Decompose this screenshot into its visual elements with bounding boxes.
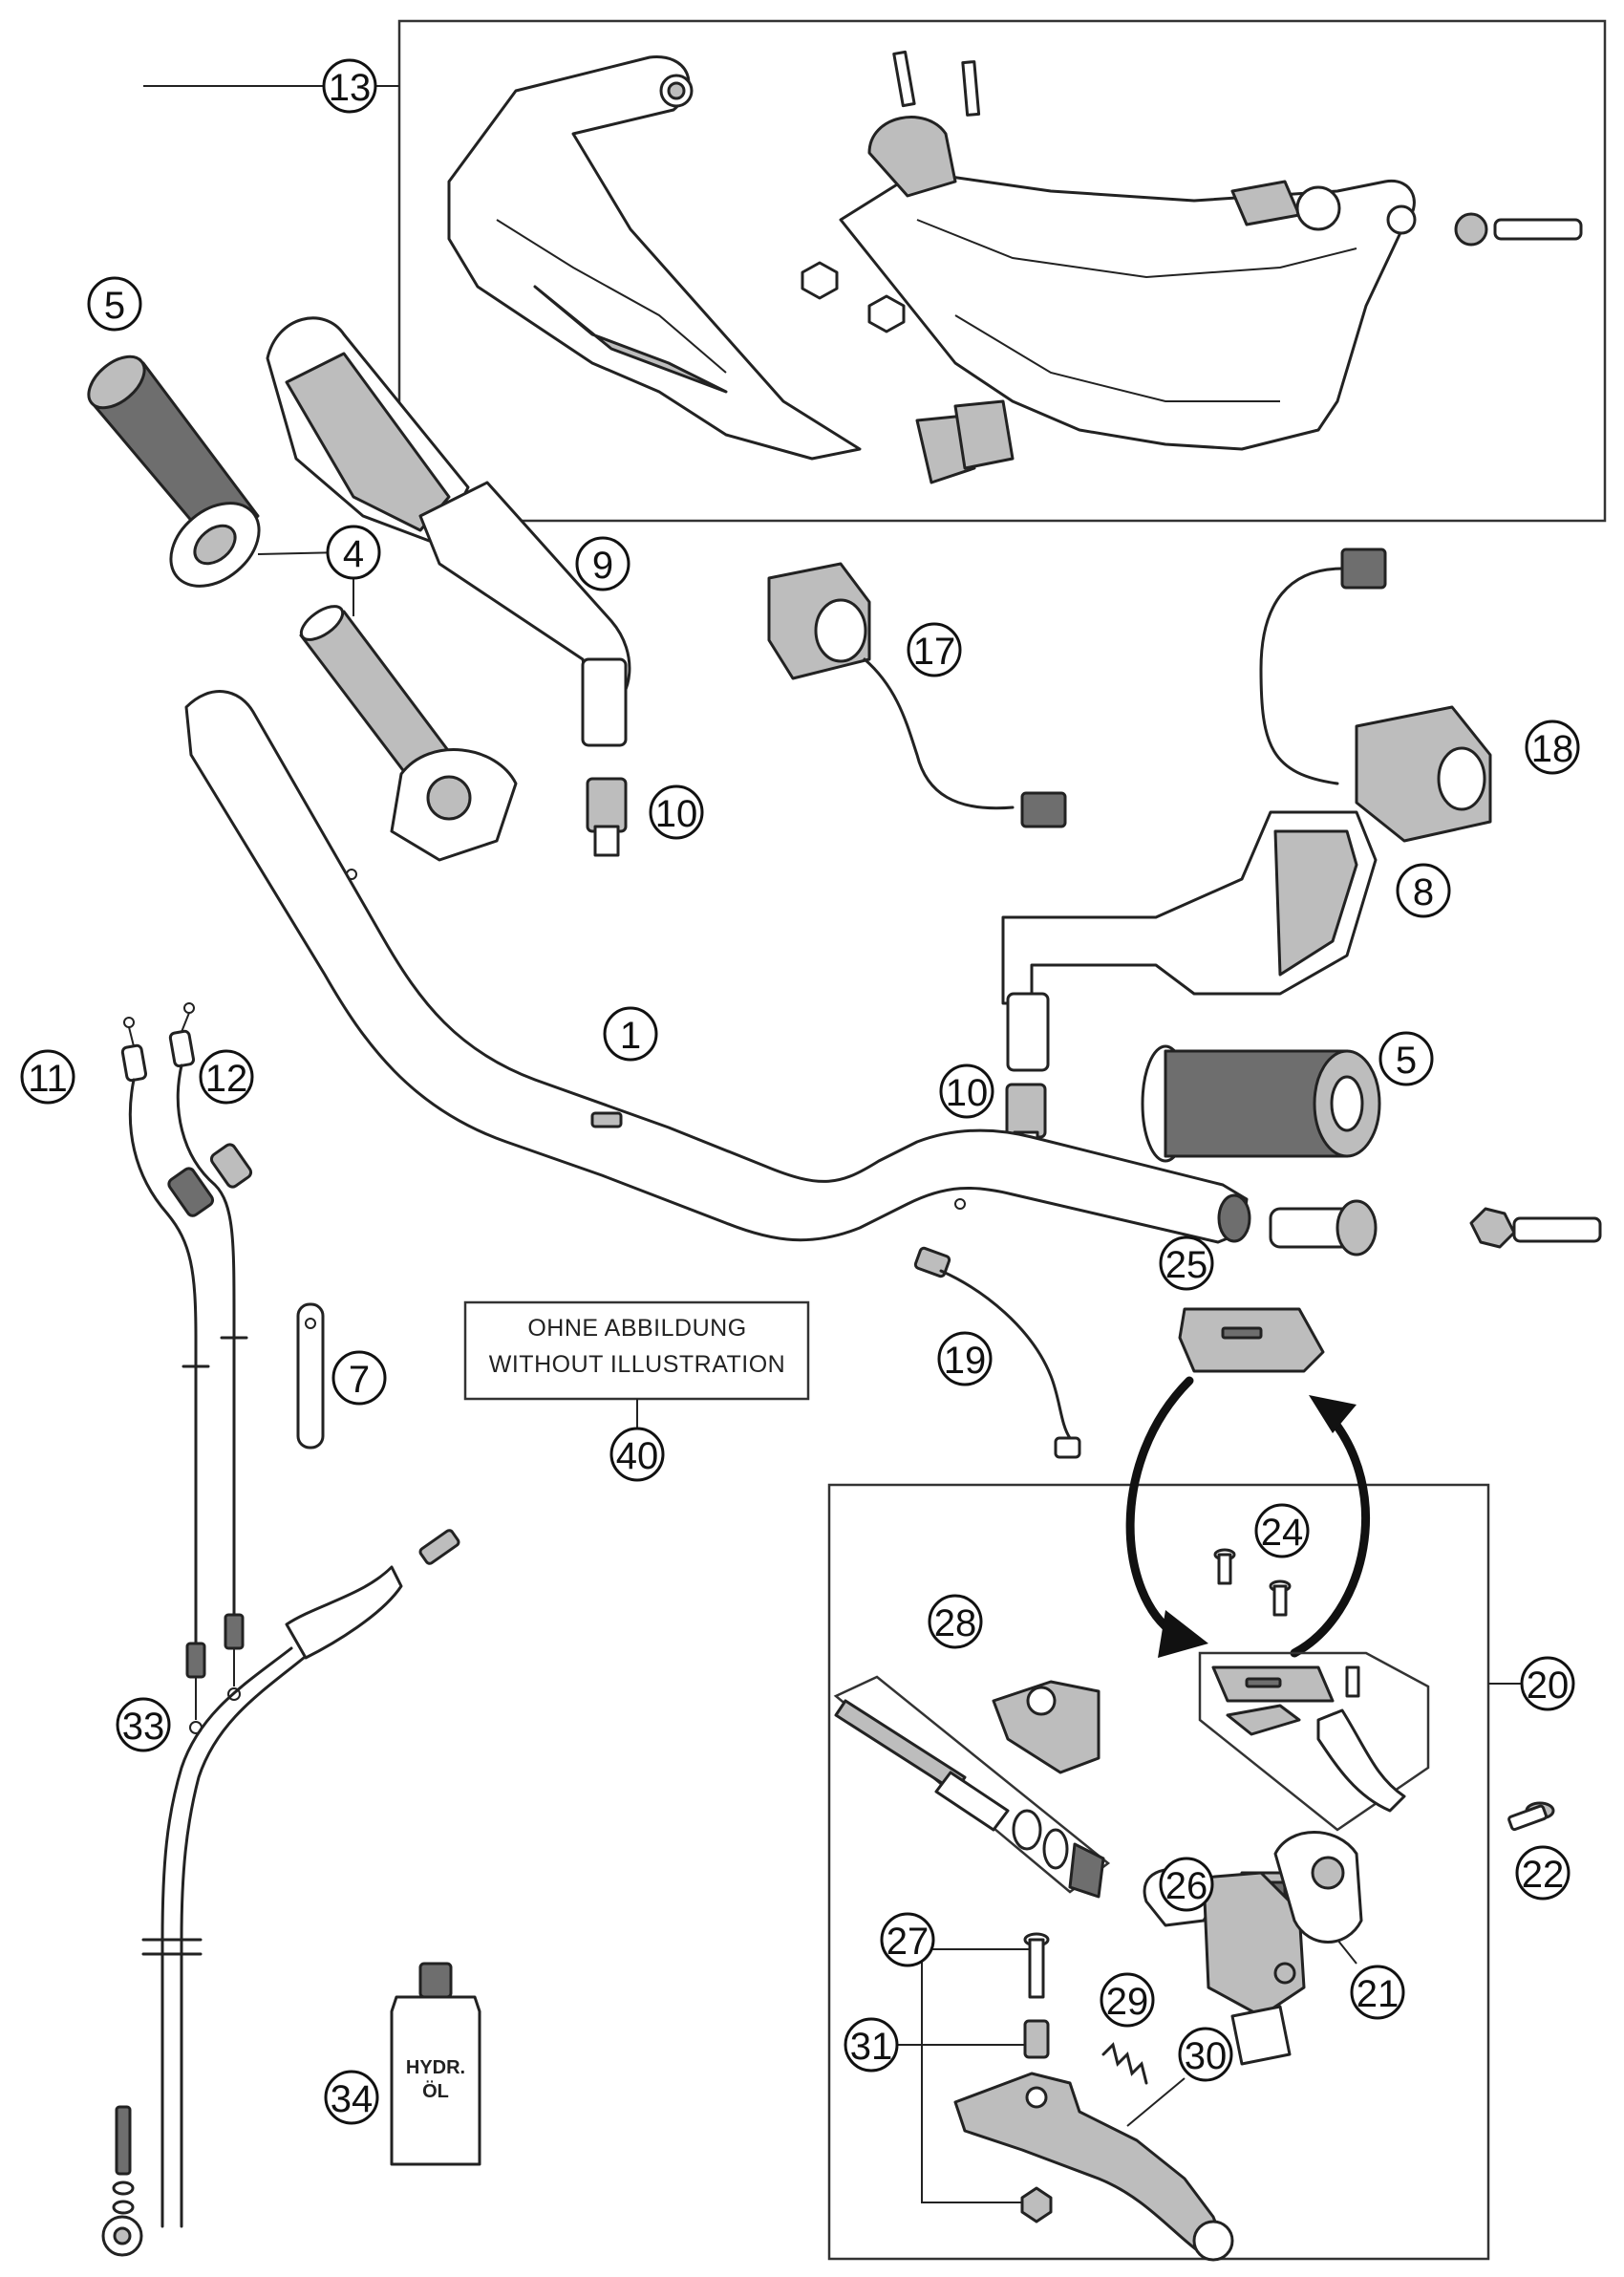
hydraulic-oil-bottle — [390, 1962, 481, 2166]
left-grip — [87, 354, 261, 588]
brake-light-switch-cable — [913, 1246, 1081, 1459]
svg-text:12: 12 — [205, 1058, 248, 1100]
throttle-cables — [120, 1002, 253, 1734]
svg-text:9: 9 — [592, 545, 613, 587]
callout-28: 28 — [928, 1594, 983, 1649]
svg-text:10: 10 — [946, 1072, 989, 1114]
svg-text:25: 25 — [1165, 1244, 1208, 1286]
right-grip — [1141, 1044, 1381, 1163]
right-switch — [1259, 548, 1492, 843]
bottle-label-line-2: ÖL — [422, 2080, 449, 2102]
callout-31: 31 — [844, 2017, 899, 2073]
svg-text:11: 11 — [28, 1058, 68, 1100]
bottle-label-line-1: HYDR. — [406, 2057, 465, 2078]
svg-text:13: 13 — [329, 67, 372, 109]
svg-text:31: 31 — [850, 2026, 893, 2068]
cable-strap — [296, 1302, 325, 1450]
callout-21-leader — [1336, 1939, 1357, 1965]
callout-1: 1 — [603, 1006, 658, 1062]
callout-7: 7 — [331, 1350, 387, 1406]
svg-text:18: 18 — [1531, 728, 1574, 770]
hydraulic-clutch-line — [101, 1529, 460, 2257]
cover-screws — [1213, 1548, 1292, 1617]
svg-text:29: 29 — [1106, 1981, 1149, 2023]
callout-34: 34 — [324, 2070, 379, 2125]
callout-11: 11 — [20, 1049, 75, 1105]
callout-24: 24 — [1254, 1503, 1310, 1558]
callout-5-top: 5 — [87, 276, 142, 332]
lever-clamp — [992, 1680, 1100, 1774]
right-arrow-head — [1309, 1395, 1357, 1433]
callout-22: 22 — [1515, 1845, 1571, 1901]
svg-text:30: 30 — [1185, 2035, 1228, 2077]
right-mirror — [1001, 810, 1378, 1072]
svg-text:34: 34 — [331, 2078, 374, 2120]
lever-pivot-pin — [1020, 1932, 1053, 2223]
callout-40: 40 — [609, 1427, 665, 1482]
svg-text:40: 40 — [616, 1435, 659, 1477]
callout-26: 26 — [1159, 1857, 1214, 1912]
callout-29: 29 — [1100, 1972, 1155, 2028]
svg-text:20: 20 — [1527, 1665, 1570, 1707]
callout-18: 18 — [1525, 720, 1580, 775]
callout-5-right: 5 — [1378, 1031, 1434, 1086]
svg-text:10: 10 — [655, 793, 698, 835]
mounting-screw — [1507, 1801, 1555, 1832]
callout-10-upper: 10 — [649, 784, 704, 840]
callout-4: 4 — [326, 525, 381, 580]
note-line-1: OHNE ABBILDUNG — [527, 1315, 746, 1342]
svg-text:22: 22 — [1522, 1854, 1565, 1896]
callout-25: 25 — [1159, 1235, 1214, 1291]
handguard-group-frame — [397, 19, 1607, 523]
callout-20: 20 — [1520, 1656, 1575, 1711]
callout-17: 17 — [907, 622, 962, 677]
callout-27: 27 — [880, 1912, 935, 1967]
right-arrow-curve — [1290, 1409, 1370, 1658]
callout-21: 21 — [1350, 1965, 1405, 2020]
svg-text:19: 19 — [944, 1340, 987, 1382]
svg-text:27: 27 — [887, 1921, 930, 1963]
svg-text:5: 5 — [104, 285, 125, 327]
mirror-adapter-upper — [586, 777, 628, 857]
callout-9: 9 — [575, 536, 630, 591]
svg-text:4: 4 — [343, 533, 364, 575]
svg-text:26: 26 — [1165, 1865, 1208, 1907]
callout-10-lower: 10 — [939, 1063, 994, 1119]
svg-text:1: 1 — [620, 1015, 641, 1057]
note-line-2: WITHOUT ILLUSTRATION — [489, 1351, 785, 1378]
callout-8: 8 — [1396, 863, 1451, 918]
callout-13: 13 — [322, 58, 377, 114]
left-arrow-head — [1158, 1610, 1208, 1658]
callout-19: 19 — [937, 1331, 993, 1386]
handlebar — [184, 690, 1251, 1244]
return-spring — [1101, 2042, 1148, 2085]
left-arrow-curve — [1125, 1376, 1194, 1639]
note-box — [463, 1300, 810, 1401]
svg-text:8: 8 — [1413, 871, 1434, 913]
throttle-tube — [299, 605, 518, 862]
repair-kit-box — [1198, 1651, 1430, 1832]
bar-end-left — [1269, 1199, 1378, 1257]
svg-text:21: 21 — [1357, 1973, 1400, 2015]
svg-text:28: 28 — [934, 1602, 977, 1644]
brake-assembly-group-frame — [827, 1483, 1490, 2261]
reservoir-cover — [1178, 1307, 1325, 1373]
svg-text:24: 24 — [1261, 1512, 1304, 1554]
callout-30: 30 — [1178, 2027, 1233, 2082]
svg-text:33: 33 — [122, 1706, 165, 1748]
callout-12: 12 — [199, 1049, 254, 1105]
callout-30-leader — [1126, 2077, 1186, 2127]
piston-kit — [833, 1675, 1111, 1899]
svg-text:5: 5 — [1396, 1040, 1417, 1082]
svg-text:7: 7 — [349, 1359, 370, 1401]
callout-33: 33 — [116, 1697, 171, 1752]
left-mirror — [266, 316, 631, 747]
bar-end-right — [1469, 1207, 1602, 1249]
svg-text:17: 17 — [913, 631, 956, 673]
callout-31-bracket — [921, 1948, 1030, 2203]
handguard-assembly — [447, 50, 1583, 484]
brake-lever — [953, 2072, 1234, 2262]
left-switch — [767, 562, 1067, 828]
